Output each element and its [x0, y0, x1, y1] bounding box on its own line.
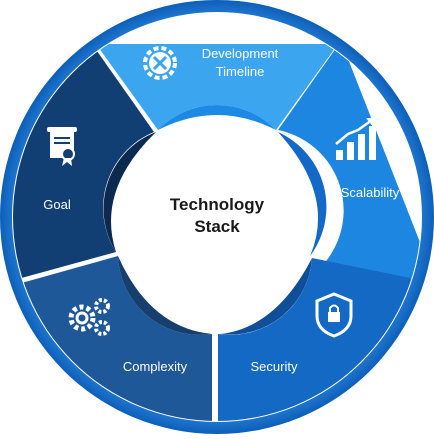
shield-lock-icon — [315, 292, 353, 338]
segment-number-03: 03 — [264, 280, 278, 295]
overlap-02 — [278, 132, 327, 256]
segment-scalability[interactable] — [278, 41, 434, 278]
overlap-04 — [118, 256, 212, 335]
segment-security[interactable] — [218, 258, 420, 434]
overlap-05 — [103, 132, 156, 252]
overlap-01 — [158, 104, 276, 130]
segment-number-02: 02 — [293, 181, 307, 196]
segment-number-04: 04 — [155, 280, 170, 295]
segment-label-02: Scalability — [341, 185, 400, 200]
segment-number-05: 05 — [124, 185, 138, 200]
segment-number-01: 01 — [210, 123, 224, 138]
segment-goal[interactable] — [0, 44, 154, 280]
bar-chart-growth-icon — [335, 118, 376, 160]
center-title-line2: Stack — [194, 217, 240, 236]
segment-label-01-line2: Timeline — [216, 64, 265, 79]
wrench-screwdriver-gear-icon — [143, 46, 177, 80]
segment-label-01-line1: Development — [202, 46, 279, 61]
gears-icon — [68, 298, 110, 336]
overlap-03 — [220, 258, 312, 335]
segment-label-05: Goal — [43, 197, 71, 212]
segment-label-03: Security — [251, 359, 298, 374]
center-disc — [139, 139, 295, 295]
segment-complexity[interactable] — [18, 256, 212, 434]
certificate-icon — [47, 127, 77, 166]
center-title-line1: Technology — [170, 195, 265, 214]
segment-label-04: Complexity — [123, 359, 188, 374]
